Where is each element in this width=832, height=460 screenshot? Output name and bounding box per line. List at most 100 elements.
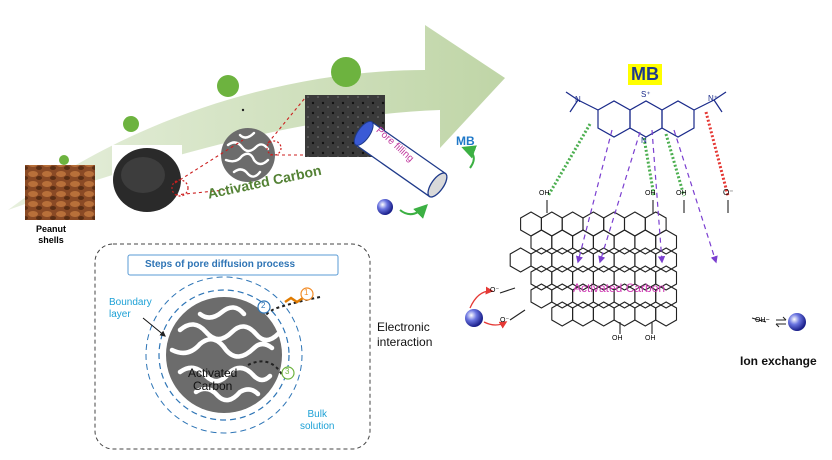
mb-label-left: MB	[456, 134, 475, 148]
peanut-shells-image	[25, 165, 95, 220]
carbon-sheet	[509, 211, 678, 327]
step-marker-3	[281, 366, 295, 380]
ion-arrow	[469, 286, 494, 309]
particle-label: Activated Carbon	[188, 367, 237, 393]
carbon-ring	[655, 301, 678, 327]
boundary-line2: layer	[109, 309, 131, 320]
carbon-ring	[613, 301, 636, 327]
curved-arrow	[399, 204, 428, 219]
ion-arrow	[483, 321, 508, 329]
s-plus-label: S⁺	[641, 90, 651, 99]
porous-particle	[166, 297, 282, 413]
carbon-ring	[634, 229, 657, 255]
carbon-ring	[551, 247, 574, 273]
carbon-ring	[509, 247, 532, 273]
carbon-ring	[634, 247, 657, 273]
boundary-layer-label: Boundary layer	[109, 297, 152, 321]
carbon-ring	[530, 283, 553, 309]
particle-line2: Carbon	[193, 379, 233, 393]
ion-exchange-label: Ion exchange	[740, 354, 817, 368]
interaction-line2: interaction	[377, 335, 433, 349]
n-left-label: N	[575, 95, 581, 104]
mb-title: MB	[628, 64, 662, 85]
o-minus-group-label: O⁻	[500, 317, 510, 324]
bulk-line2: solution	[300, 421, 335, 432]
carbon-ring	[592, 301, 615, 327]
diffusion-title-box	[127, 254, 339, 276]
step-1-number: 1	[304, 288, 309, 297]
cation-ball	[788, 313, 806, 331]
carbon-ring	[572, 247, 594, 273]
boundary-pointer	[142, 317, 166, 337]
peanut-shells-label: Peanut shells	[36, 224, 66, 246]
step-3-number: 3	[285, 367, 290, 376]
activated-carbon-particle	[221, 128, 275, 182]
boundary-layer-inner	[158, 289, 290, 421]
o-minus-group-label: O⁻	[723, 188, 734, 197]
peanut-label-line1: Peanut	[36, 224, 67, 234]
carbon-ring	[655, 247, 678, 273]
carbon-ring	[551, 283, 574, 309]
boundary-layer-outer	[145, 276, 303, 434]
oh-group-label: OH	[612, 335, 623, 342]
carbon-ring	[613, 247, 636, 273]
oh-group-label: OH	[676, 190, 687, 197]
cation-ball	[465, 309, 483, 327]
carbon-ring	[530, 229, 553, 255]
interaction-line1: Electronic	[377, 320, 430, 334]
carbon-ring	[613, 229, 636, 255]
zoom-lines	[174, 97, 306, 196]
oh-group-label: OH	[645, 335, 656, 342]
speck	[241, 108, 245, 112]
step-2-number: 2	[261, 301, 266, 310]
bulk-solution-label: Bulk solution	[300, 409, 334, 433]
carbon-ring	[551, 265, 574, 291]
o-minus-group-label: O⁻	[490, 287, 500, 294]
carbon-ring	[655, 283, 678, 309]
zoom-circle	[266, 140, 282, 156]
diffusion-panel-border	[94, 243, 371, 450]
n-plus-right-label: N⁺	[708, 94, 718, 103]
particle-line1: Activated	[188, 366, 238, 380]
carbon-ring	[551, 301, 574, 327]
carbon-ring	[572, 229, 594, 255]
carbon-ring	[592, 247, 615, 273]
carbon-ring	[592, 229, 615, 255]
carbon-ring	[572, 301, 594, 327]
carbon-ring	[551, 229, 574, 255]
carbon-ring	[655, 229, 678, 255]
diffusion-panel-title: Steps of pore diffusion process	[145, 259, 296, 270]
carbon-powder-image	[112, 145, 182, 213]
curved-arrow	[461, 145, 477, 169]
mb-molecule-glyph	[284, 296, 304, 304]
carbon-ring	[530, 247, 553, 273]
oh-ion-label: OH−	[755, 317, 770, 324]
surface-groups	[499, 200, 767, 334]
carbon-ring	[634, 301, 657, 327]
pore-cylinder	[353, 120, 448, 198]
exchange-arrows	[775, 316, 787, 328]
mb-molecule-structure	[565, 91, 727, 138]
ionic-bond	[704, 111, 730, 197]
progress-dot	[217, 75, 239, 97]
carbon-ring	[655, 265, 678, 291]
electronic-interaction-label: Electronic interaction	[377, 320, 432, 350]
oh-group-label: OH	[539, 190, 550, 197]
activated-carbon-sheet-label: Activated Carbon	[573, 281, 666, 295]
progress-dot	[331, 57, 361, 87]
zoom-circle	[171, 179, 189, 197]
pi-pi-interactions	[575, 129, 718, 264]
step-marker-1	[300, 287, 314, 301]
mb-molecule-ball	[377, 199, 393, 215]
diffusion-path	[247, 360, 283, 376]
progress-dot	[123, 116, 139, 132]
oh-group-label: OH	[645, 190, 656, 197]
boundary-line1: Boundary	[109, 297, 152, 308]
peanut-label-line2: shells	[38, 235, 64, 245]
step-marker-2	[257, 300, 271, 314]
progress-dot	[59, 155, 69, 165]
n-label: N	[641, 136, 647, 145]
bulk-line1: Bulk	[307, 409, 327, 420]
hydrogen-bonds	[546, 123, 686, 197]
